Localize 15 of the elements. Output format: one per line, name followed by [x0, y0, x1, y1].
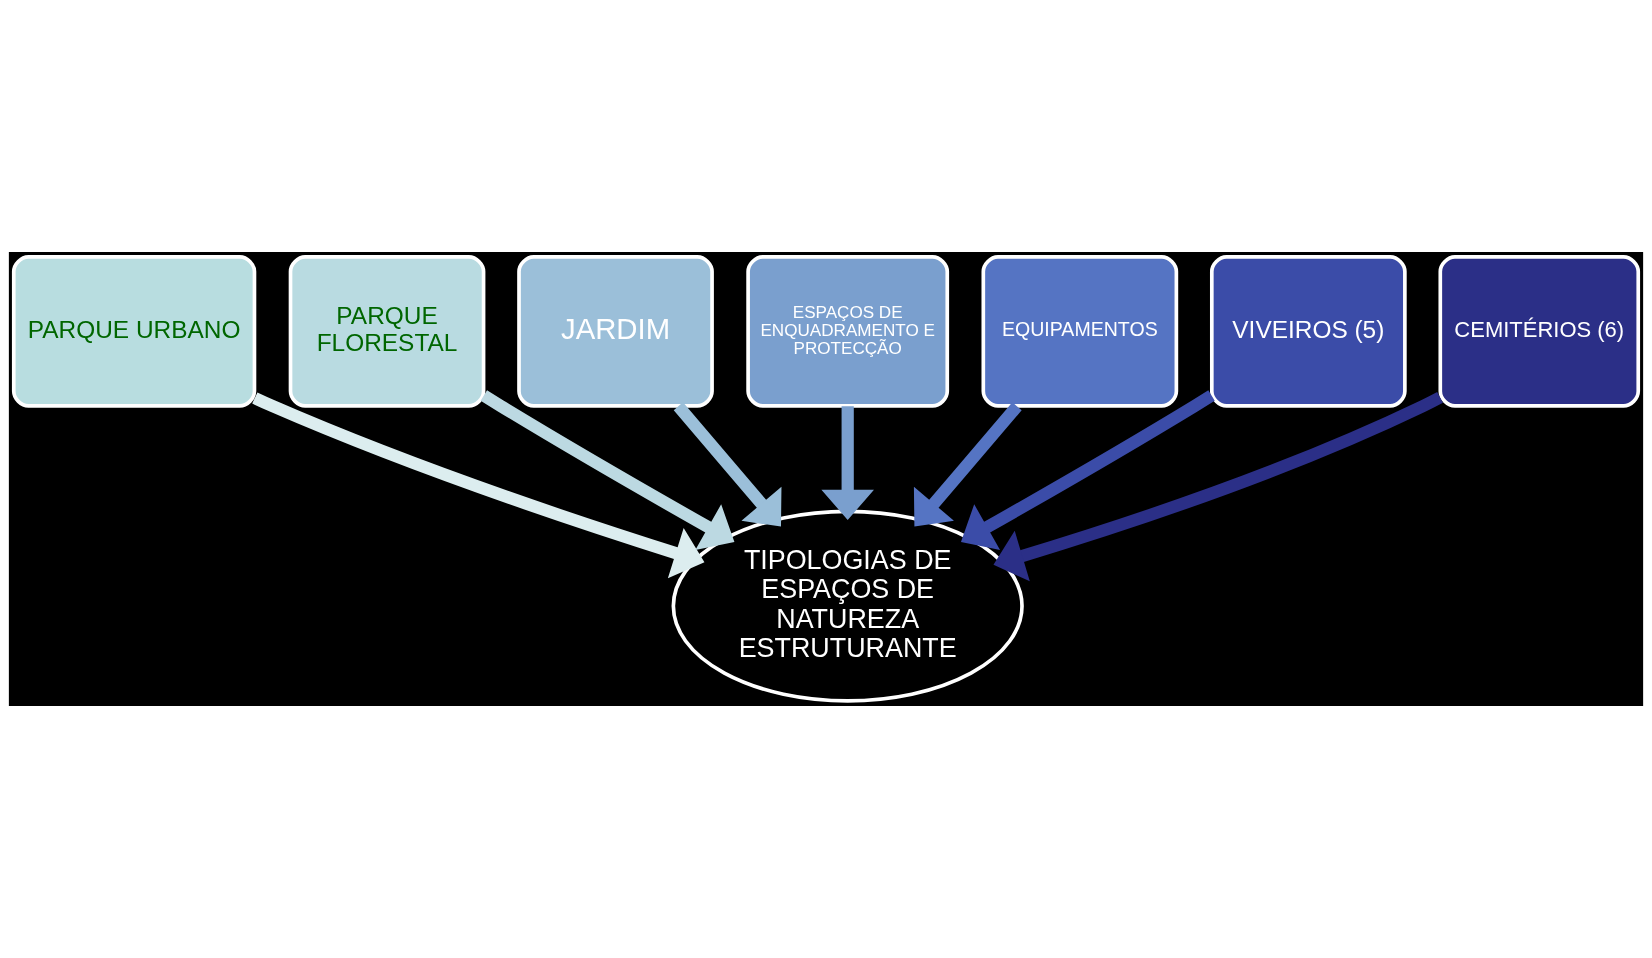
arrow — [252, 392, 705, 579]
node-box: PARQUE URBANO — [11, 255, 257, 408]
node-box: JARDIM — [517, 255, 714, 408]
node-box: CEMITÉRIOS (6) — [1438, 255, 1641, 408]
arrow — [993, 391, 1443, 582]
arrow — [673, 402, 782, 527]
node-box: ESPAÇOS DE ENQUADRAMENTO E PROTECÇÃO — [746, 255, 950, 408]
node-box: PARQUE FLORESTAL — [288, 255, 486, 408]
arrow — [480, 390, 735, 551]
node-ellipse: TIPOLOGIAS DE ESPAÇOS DE NATUREZA ESTRUTURANTE — [671, 509, 1024, 703]
arrow — [913, 402, 1022, 527]
node-box: EQUIPAMENTOS — [981, 255, 1179, 408]
node-box: VIVEIROS (5) — [1209, 255, 1407, 408]
arrow — [821, 406, 874, 520]
arrow — [960, 390, 1215, 551]
